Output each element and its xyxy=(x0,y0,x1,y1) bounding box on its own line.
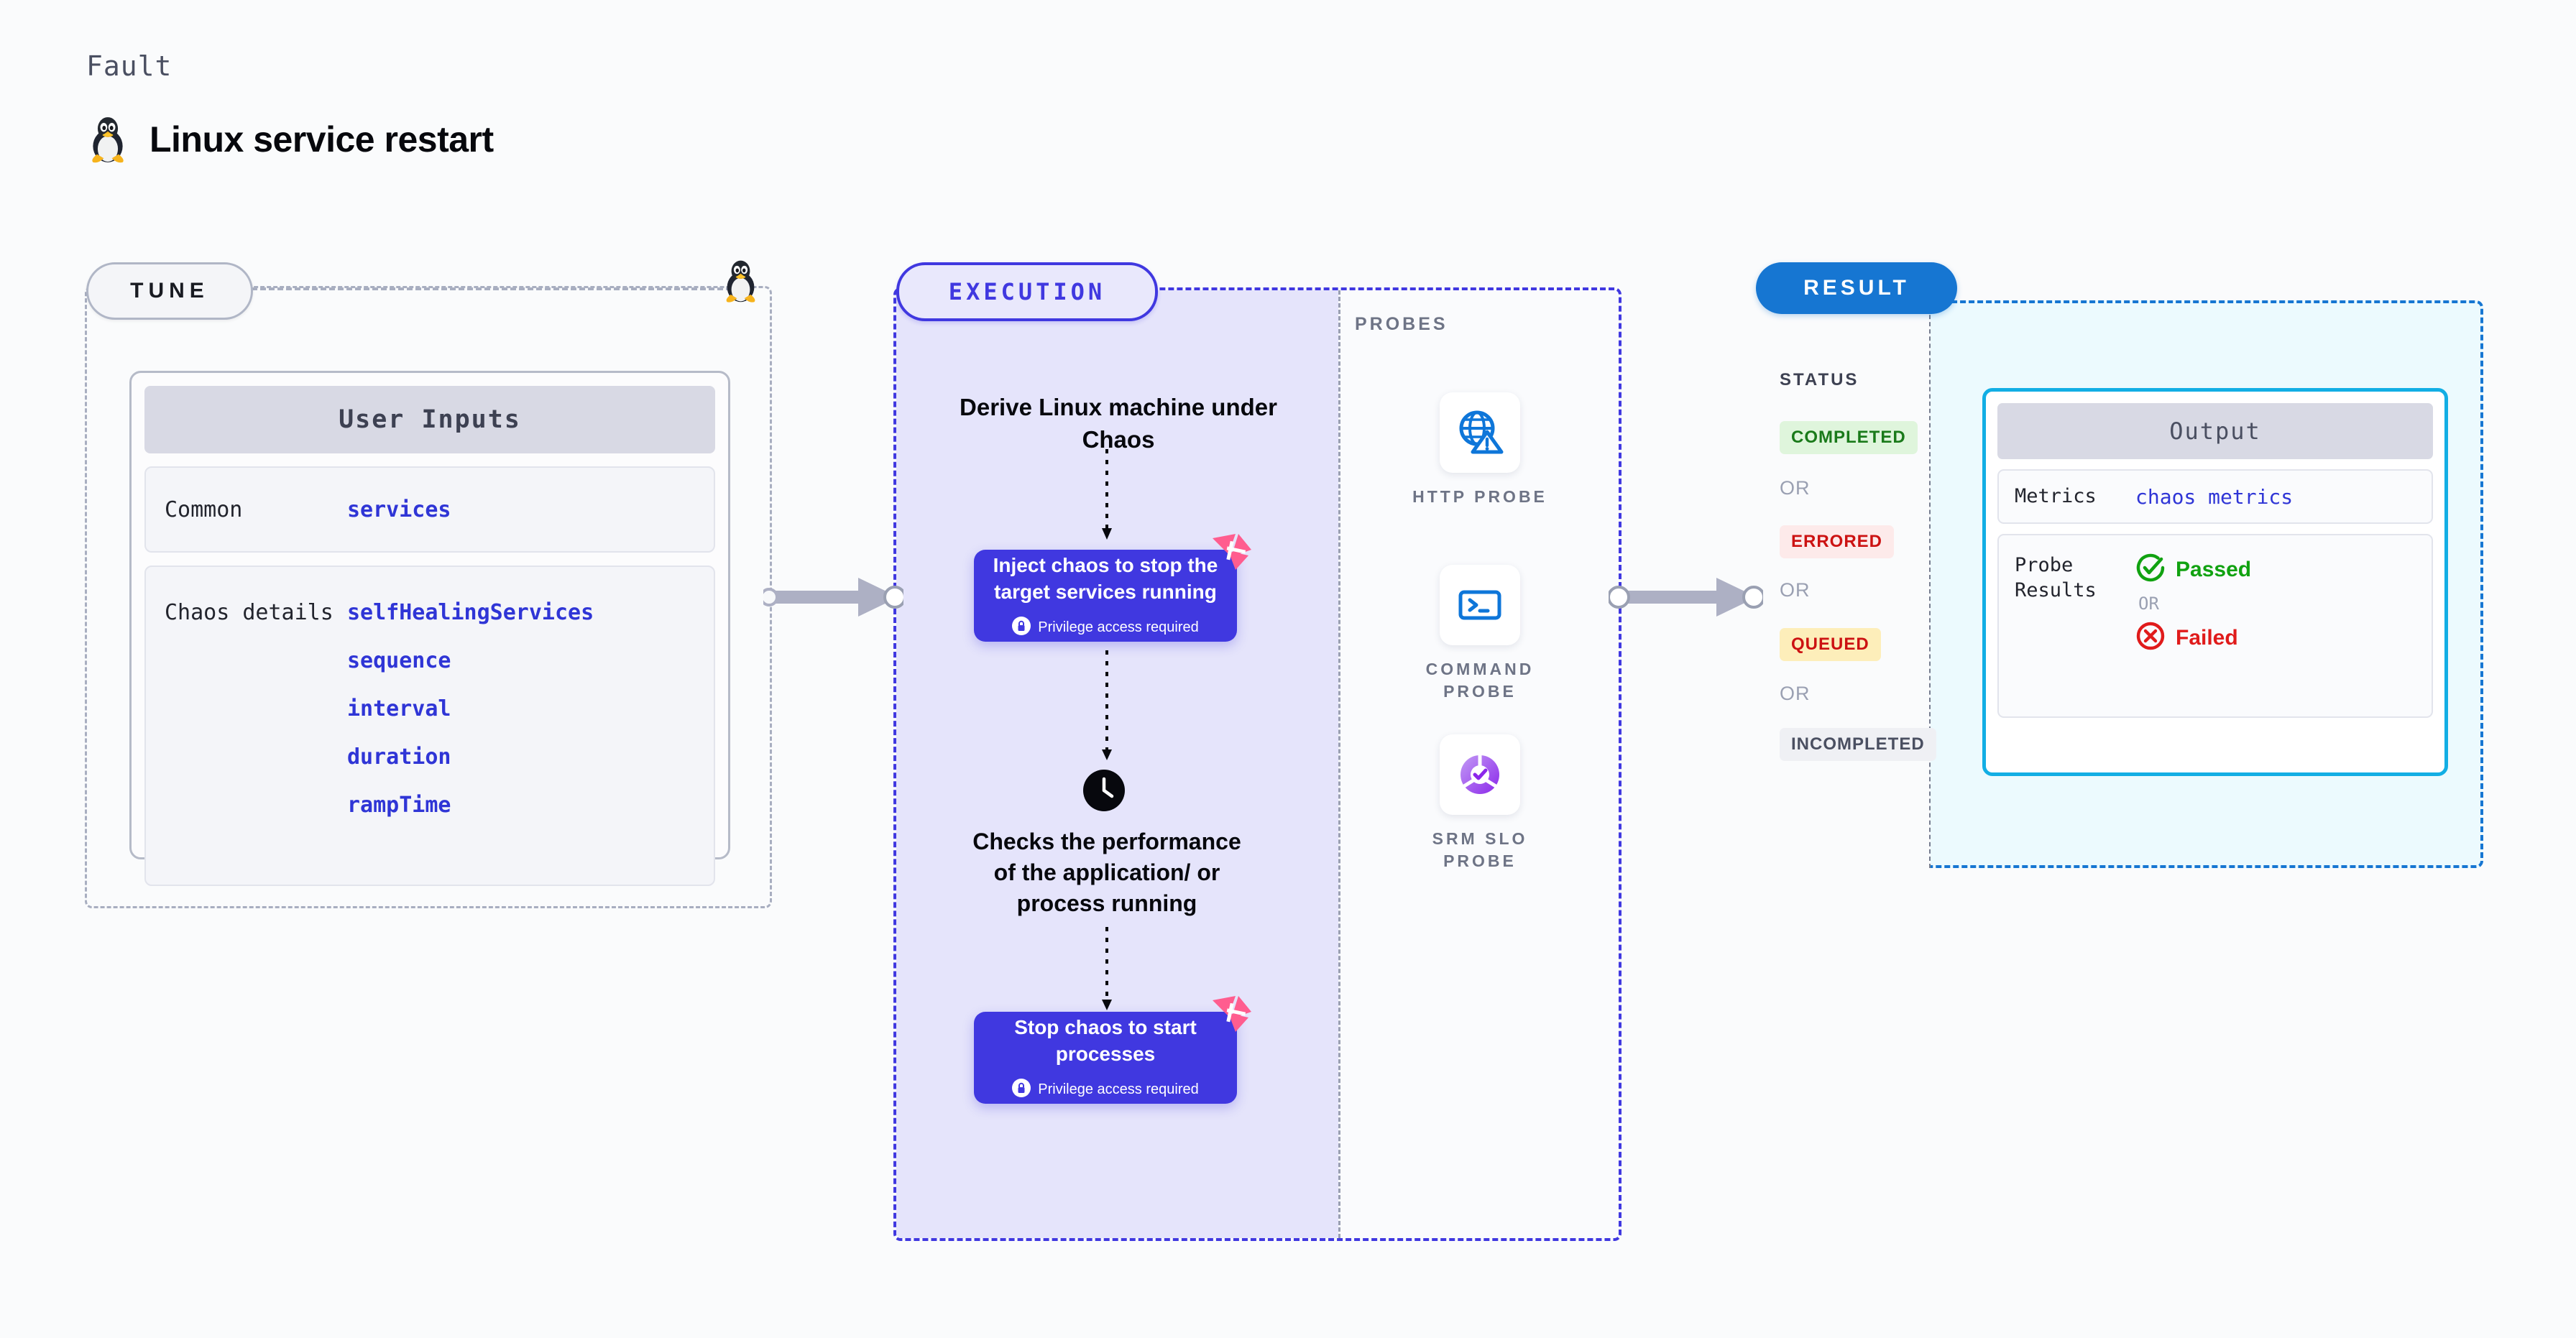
slo-check-icon xyxy=(1440,734,1520,815)
flow-arrow-down xyxy=(1100,650,1114,765)
status-badge-completed: COMPLETED xyxy=(1780,421,1918,454)
tune-badge-label: TUNE xyxy=(130,279,209,303)
page-title: Linux service restart xyxy=(150,119,494,160)
output-header: Output xyxy=(1997,403,2433,459)
flow-arrow-down xyxy=(1100,449,1114,545)
or-separator: OR xyxy=(1780,579,1811,601)
user-inputs-header: User Inputs xyxy=(144,386,715,453)
or-separator: OR xyxy=(2138,594,2159,614)
privilege-text: Privilege access required xyxy=(1038,619,1199,636)
clock-icon xyxy=(1082,769,1126,816)
privilege-note: Privilege access required xyxy=(1012,617,1199,639)
metrics-label: Metrics xyxy=(2015,485,2097,508)
output-probe-results-row: Probe Results Passed OR xyxy=(1997,534,2433,718)
stop-chaos-title: Stop chaos to start processes xyxy=(1014,1015,1197,1065)
tune-badge: TUNE xyxy=(86,262,253,320)
tune-dashed-connector-line xyxy=(252,287,740,290)
output-metrics-row: Metrics chaos metrics xyxy=(1997,469,2433,524)
privilege-note: Privilege access required xyxy=(1012,1079,1199,1101)
privilege-text: Privilege access required xyxy=(1038,1081,1199,1098)
probe-item-command[interactable]: COMMAND PROBE xyxy=(1412,565,1548,703)
terminal-prompt-icon xyxy=(1440,565,1520,645)
user-inputs-card: User Inputs Common services Chaos detail… xyxy=(129,371,730,886)
input-group-chaos-details: Chaos details selfHealingServices sequen… xyxy=(144,566,715,886)
lock-icon xyxy=(1012,1079,1031,1101)
probe-result-failed: Failed xyxy=(2135,621,2251,655)
page-eyebrow-label: Fault xyxy=(86,50,172,82)
derive-step-text: Derive Linux machine under Chaos xyxy=(960,394,1277,453)
probes-label: PROBES xyxy=(1355,314,1448,334)
execution-section-container xyxy=(893,287,1622,1241)
input-group-label: Chaos details xyxy=(165,600,334,625)
failed-label: Failed xyxy=(2176,625,2238,650)
passed-label: Passed xyxy=(2176,557,2252,581)
output-card: Output Metrics chaos metrics Probe Resul… xyxy=(1982,388,2448,776)
input-value[interactable]: selfHealingServices xyxy=(347,600,594,625)
right-arrow-connector xyxy=(760,573,906,624)
inject-chaos-step[interactable]: Inject chaos to stop the target services… xyxy=(974,534,1251,642)
input-group-values: services xyxy=(347,468,451,551)
probe-name: SRM SLO PROBE xyxy=(1432,829,1528,871)
input-group-common: Common services xyxy=(144,466,715,553)
input-value[interactable]: duration xyxy=(347,744,451,770)
result-badge-label: RESULT xyxy=(1803,276,1910,300)
or-separator: OR xyxy=(1780,477,1811,499)
probe-item-http[interactable]: HTTP PROBE xyxy=(1412,392,1548,508)
flow-arrow-down xyxy=(1100,927,1114,1015)
x-circle-icon xyxy=(2135,621,2166,655)
input-value[interactable]: sequence xyxy=(347,648,451,673)
check-circle-icon xyxy=(2135,553,2166,586)
linux-penguin-icon xyxy=(86,115,129,164)
page-title-row: Linux service restart xyxy=(86,115,494,164)
inject-chaos-title: Inject chaos to stop the target services… xyxy=(993,553,1218,603)
input-value[interactable]: rampTime xyxy=(347,793,451,818)
output-title: Output xyxy=(2169,417,2261,445)
harness-logo-icon xyxy=(1211,995,1253,1038)
execution-badge-label: EXECUTION xyxy=(948,278,1106,305)
lock-icon xyxy=(1012,617,1031,639)
status-badge-errored: ERRORED xyxy=(1780,525,1895,558)
linux-penguin-icon xyxy=(721,259,760,303)
probe-item-srm-slo[interactable]: SRM SLO PROBE xyxy=(1412,734,1548,872)
globe-warning-icon xyxy=(1440,392,1520,473)
status-badge-incompleted: INCOMPLETED xyxy=(1780,728,1936,761)
probe-name: COMMAND PROBE xyxy=(1425,660,1535,701)
harness-logo-icon xyxy=(1211,532,1253,576)
probe-result-passed: Passed xyxy=(2135,553,2251,586)
execution-badge: EXECUTION xyxy=(896,262,1158,321)
probe-name: HTTP PROBE xyxy=(1412,487,1547,506)
result-badge: RESULT xyxy=(1756,262,1957,314)
user-inputs-title: User Inputs xyxy=(339,405,521,434)
status-column xyxy=(1754,300,1931,868)
metrics-value[interactable]: chaos metrics xyxy=(2135,484,2294,509)
input-value[interactable]: services xyxy=(347,497,451,522)
stop-chaos-step[interactable]: Stop chaos to start processes Privilege … xyxy=(974,996,1251,1104)
probe-results-values: Passed OR Failed xyxy=(2135,553,2251,702)
input-group-label: Common xyxy=(165,497,243,522)
checks-performance-text: Checks the performance of the applicatio… xyxy=(972,829,1241,916)
input-value[interactable]: interval xyxy=(347,696,451,721)
probe-results-label: Probe Results xyxy=(2015,554,2097,602)
right-arrow-connector xyxy=(1607,573,1765,624)
input-group-values: selfHealingServices sequence interval du… xyxy=(347,600,594,818)
or-separator: OR xyxy=(1780,683,1811,704)
status-column-label: STATUS xyxy=(1780,370,1859,389)
status-badge-queued: QUEUED xyxy=(1780,628,1881,661)
